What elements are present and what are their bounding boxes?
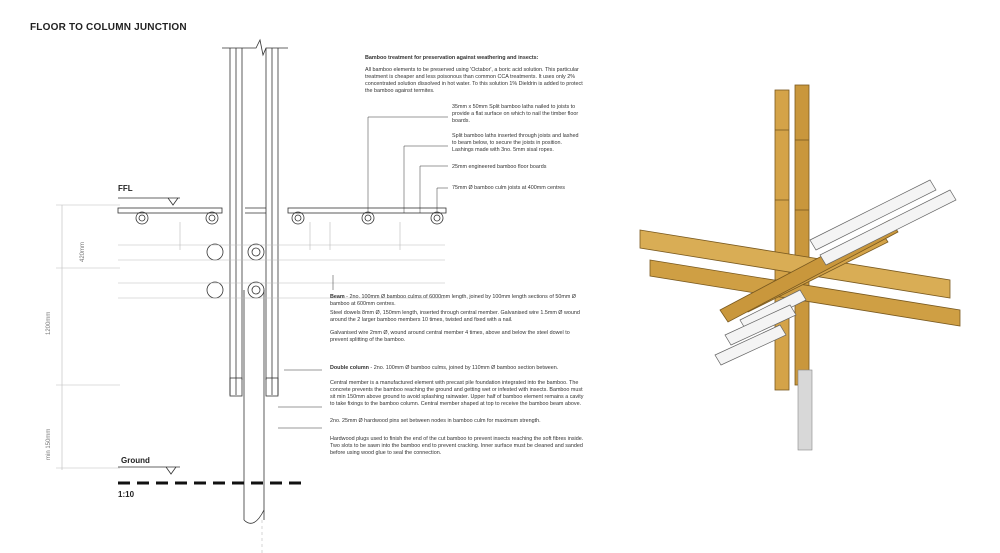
drawing-title: FLOOR TO COLUMN JUNCTION — [30, 22, 187, 33]
treatment-heading: Bamboo treatment for preservation agains… — [365, 55, 539, 61]
scale-label: 1:10 — [118, 490, 135, 499]
ground-label: Ground — [121, 456, 150, 465]
column-label: Double column — [330, 365, 369, 371]
beam-body: - 2no. 100mm Ø bamboo culms of 6000mm le… — [330, 294, 576, 307]
central-member-note: Central member is a manufactured element… — [330, 380, 584, 407]
plugs-note: Hardwood plugs used to finish the end of… — [330, 436, 584, 456]
beam-label: Beam — [330, 294, 345, 300]
steel-dowels-note: Steel dowels 8mm Ø, 150mm length, insert… — [330, 310, 580, 323]
split-laths-note: Split bamboo laths inserted through jois… — [452, 133, 579, 153]
treatment-note: All bamboo elements to be preserved usin… — [365, 67, 583, 94]
column-body: - 2no. 100mm Ø bamboo culms, joined by 1… — [368, 365, 559, 371]
galvanised-note: Galvanised wire 2mm Ø, wound around cent… — [330, 330, 570, 343]
pins-note: 2no. 25mm Ø hardwood pins set between no… — [330, 418, 541, 424]
joists-note: 75mm Ø bamboo culm joists at 400mm centr… — [452, 185, 565, 191]
beam-note: Beam - 2no. 100mm Ø bamboo culms of 6000… — [330, 294, 580, 308]
dimension-150: min 150mm — [46, 428, 52, 460]
laths-note: 35mm x 50mm Split bamboo laths nailed to… — [452, 104, 579, 124]
bamboo-junction-illustration — [639, 84, 961, 451]
column-note: Double column - 2no. 100mm Ø bamboo culm… — [330, 365, 585, 372]
ffl-label: FFL — [118, 184, 133, 193]
dimension-1200: 1200mm — [46, 311, 52, 335]
floor-boards-note: 25mm engineered bamboo floor boards — [452, 164, 547, 170]
dimension-420: 420mm — [80, 241, 86, 262]
